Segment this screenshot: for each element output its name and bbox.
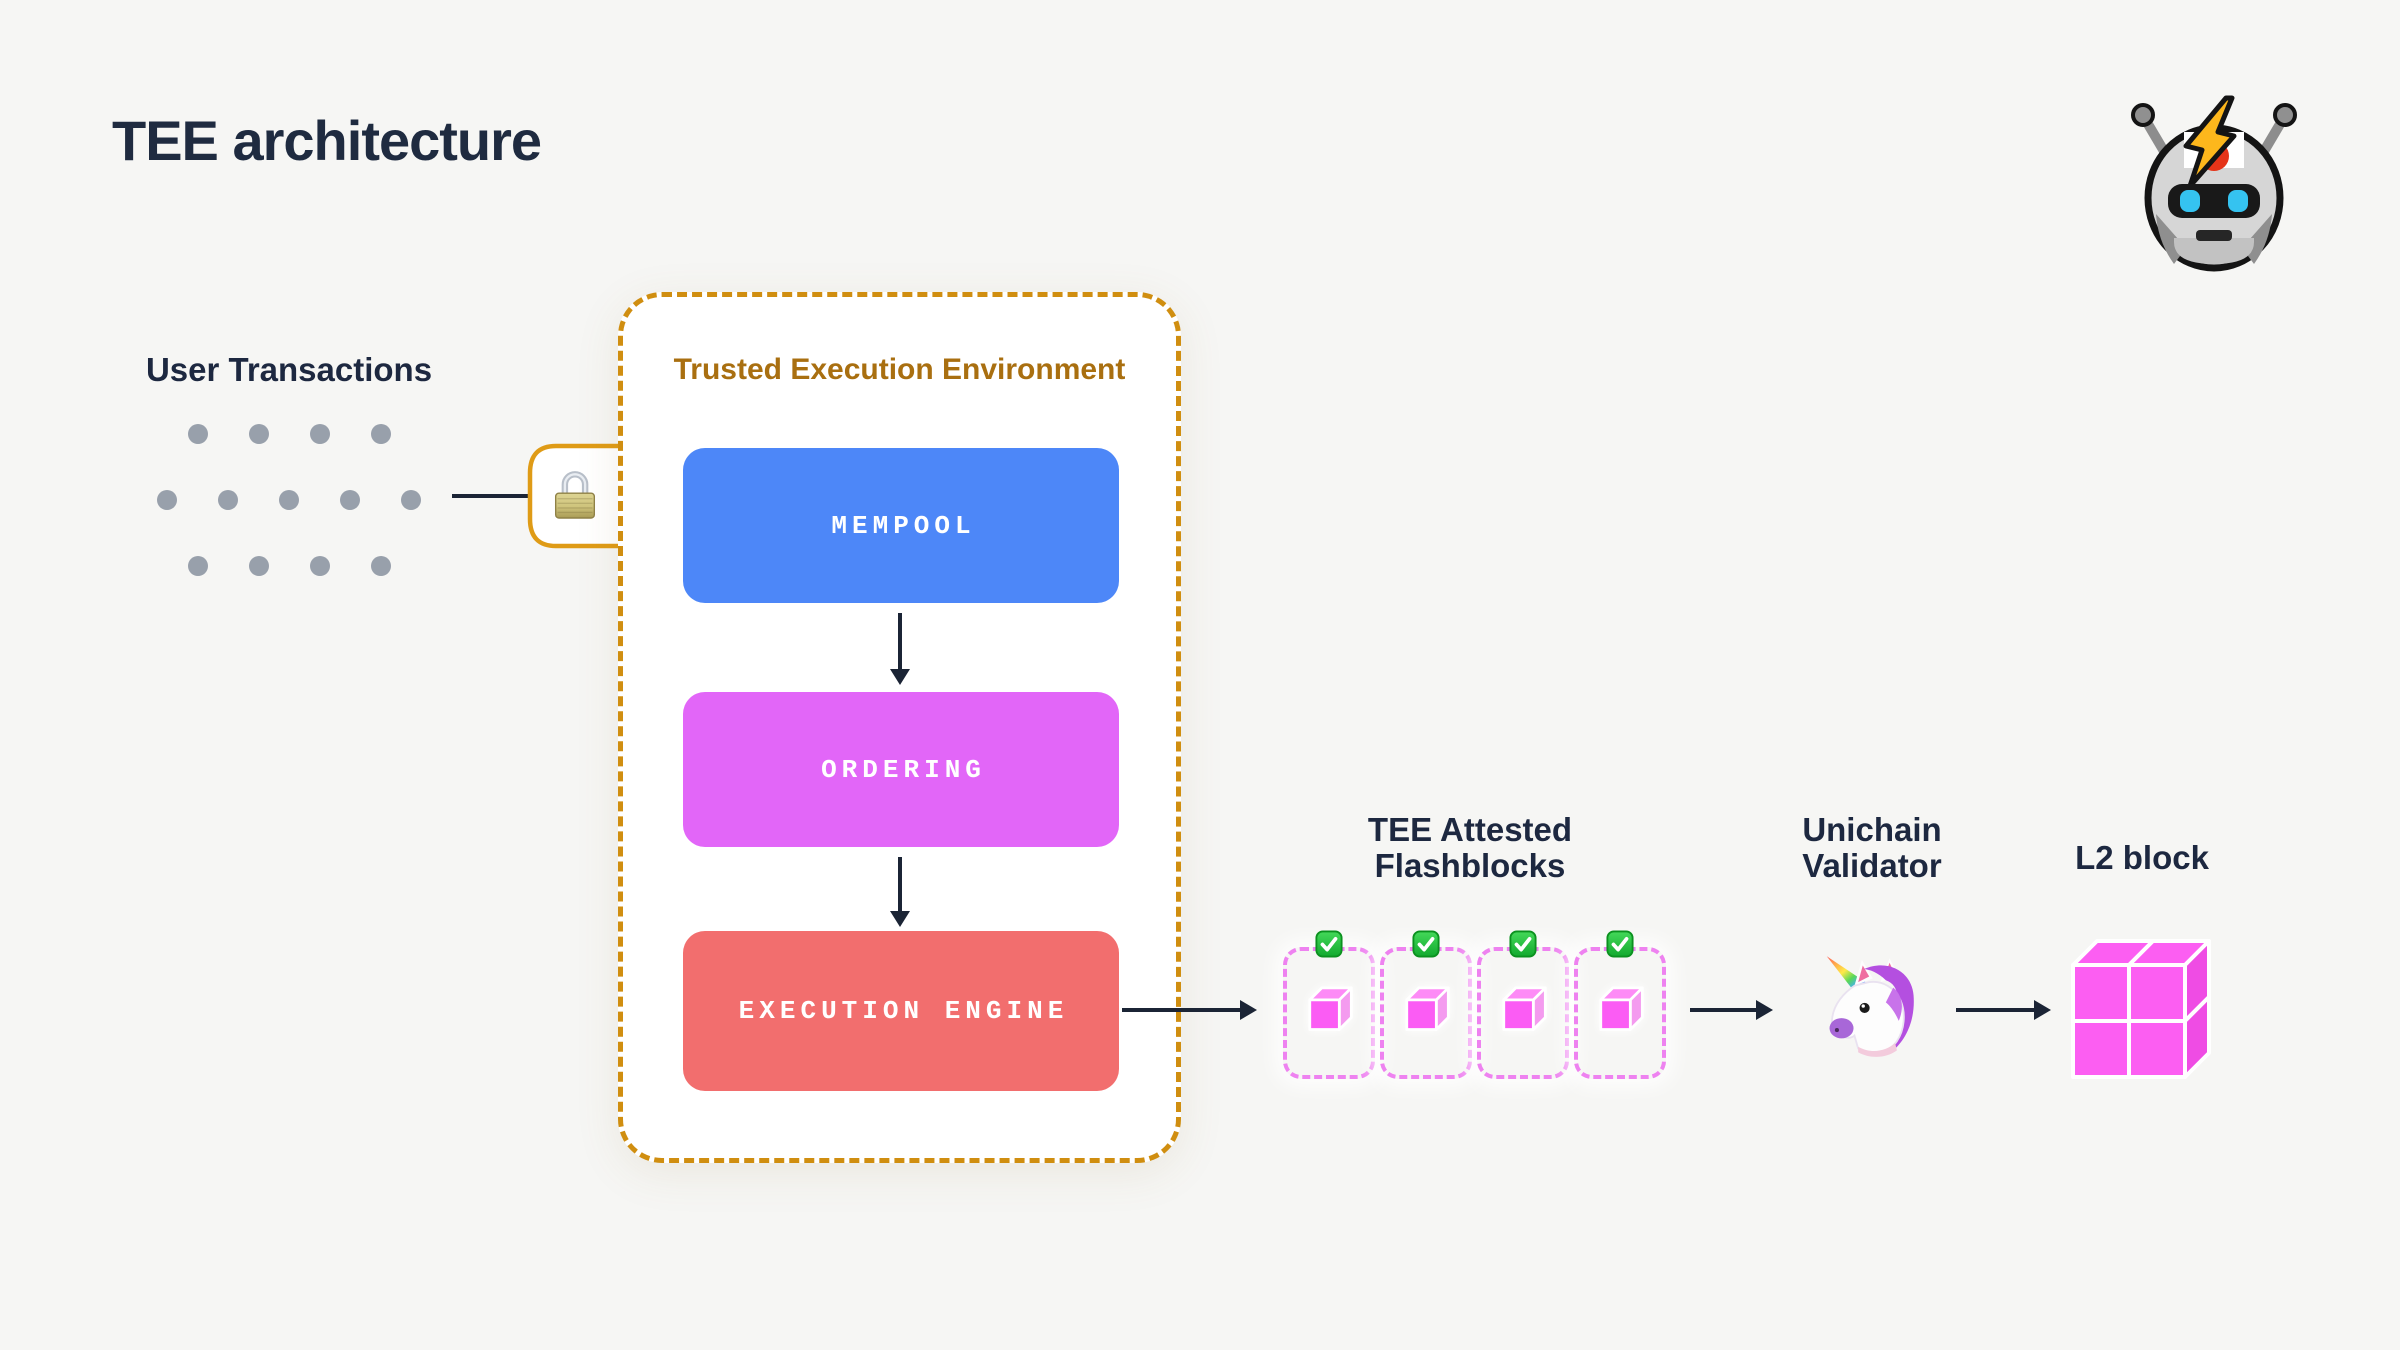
transaction-dot bbox=[371, 424, 391, 444]
l2-block-label: L2 block bbox=[2075, 839, 2209, 876]
flow-line-transactions-to-lock bbox=[452, 494, 528, 498]
transaction-dot bbox=[401, 490, 421, 510]
flashbot-robot-icon bbox=[2131, 95, 2297, 272]
transaction-dot bbox=[371, 556, 391, 576]
flashblock-cube-icon bbox=[1502, 986, 1547, 1031]
transaction-dot bbox=[188, 424, 208, 444]
flashblock-cube-icon bbox=[1405, 986, 1450, 1031]
transaction-dots-row bbox=[188, 424, 391, 444]
user-transactions-label: User Transactions bbox=[145, 351, 433, 388]
flashblocks-label-line2: Flashblocks bbox=[1374, 847, 1566, 884]
transaction-dot bbox=[249, 556, 269, 576]
attested-check-icon bbox=[1509, 930, 1537, 958]
execution-engine-box: EXECUTION ENGINE bbox=[683, 931, 1119, 1091]
tee-container-label: Trusted Execution Environment bbox=[673, 353, 1126, 386]
transaction-dot bbox=[310, 424, 330, 444]
execution-engine-label: EXECUTION ENGINE bbox=[738, 996, 1069, 1026]
transaction-dot bbox=[157, 490, 177, 510]
transaction-dot bbox=[218, 490, 238, 510]
l2-block-cubes-icon bbox=[2071, 939, 2211, 1079]
validator-label: Unichain Validator bbox=[1722, 812, 2022, 884]
flashblock-cube-icon bbox=[1308, 986, 1353, 1031]
page-title: TEE architecture bbox=[112, 109, 542, 172]
flow-arrow-mempool-to-ordering bbox=[890, 613, 910, 685]
flow-arrow-ordering-to-execution bbox=[890, 857, 910, 927]
unicorn-validator-icon bbox=[1826, 956, 1914, 1057]
transaction-dot bbox=[188, 556, 208, 576]
transaction-dot bbox=[279, 490, 299, 510]
flashblocks-label: TEE Attested Flashblocks bbox=[1320, 812, 1620, 884]
flow-arrow-validator-to-l2 bbox=[1956, 1000, 2051, 1020]
transaction-dot bbox=[249, 424, 269, 444]
flow-arrow-execution-to-flashblocks bbox=[1122, 1000, 1257, 1020]
attested-check-icon bbox=[1315, 930, 1343, 958]
transaction-dots-row bbox=[157, 490, 421, 510]
validator-label-line2: Validator bbox=[1802, 847, 1942, 884]
ordering-box: ORDERING bbox=[683, 692, 1119, 847]
flashblock-cube-icon bbox=[1599, 986, 1644, 1031]
padlock-icon bbox=[554, 471, 596, 519]
ordering-label: ORDERING bbox=[821, 754, 986, 785]
validator-label-line1: Unichain bbox=[1802, 811, 1942, 848]
attested-check-icon bbox=[1606, 930, 1634, 958]
transaction-dot bbox=[340, 490, 360, 510]
mempool-label: MEMPOOL bbox=[831, 510, 976, 541]
flashblocks-label-line1: TEE Attested bbox=[1367, 811, 1573, 848]
attested-check-icon bbox=[1412, 930, 1440, 958]
transaction-dot bbox=[310, 556, 330, 576]
transaction-dots-row bbox=[188, 556, 391, 576]
flow-arrow-flashblocks-to-validator bbox=[1690, 1000, 1773, 1020]
mempool-box: MEMPOOL bbox=[683, 448, 1119, 603]
